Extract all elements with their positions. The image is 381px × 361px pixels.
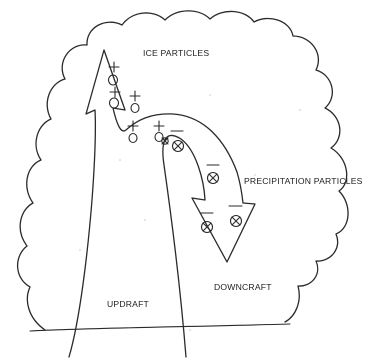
negative-precipitation-particle (207, 165, 219, 184)
scan-speckle (79, 94, 301, 331)
cloud-base-line (30, 324, 290, 331)
cloud-outline (18, 11, 348, 330)
positive-ice-particle (128, 121, 138, 143)
draft-arrow-outline (69, 50, 255, 357)
updraft-label: UPDRAFT (107, 299, 150, 309)
precipitation-particles-label: PRECIPITATION PARTICLES (244, 176, 363, 186)
ice-particles-label: ICE PARTICLES (143, 48, 209, 58)
positive-ice-particle (130, 91, 140, 113)
downdraft-label: DOWNCRAFT (214, 282, 272, 292)
negative-precipitation-particle (171, 131, 184, 152)
negative-precipitation-particle (229, 206, 242, 227)
